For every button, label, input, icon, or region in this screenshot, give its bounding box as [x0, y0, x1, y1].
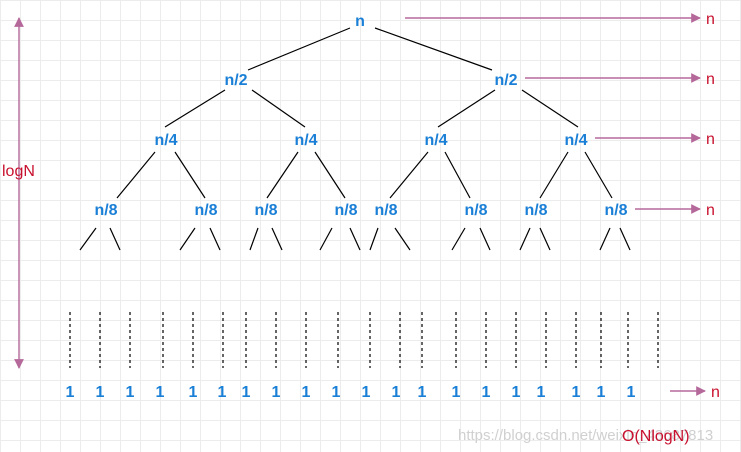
edge: [179, 227, 196, 251]
tree-node: n/2: [494, 72, 517, 89]
tree-node: n/8: [334, 202, 357, 219]
edge: [79, 227, 97, 251]
tree-node: n/4: [154, 132, 177, 149]
edge: [374, 27, 493, 71]
tree-node: n/8: [194, 202, 217, 219]
edge: [247, 27, 351, 71]
leaf-node: 1: [332, 384, 341, 401]
leaf-node: 1: [362, 384, 371, 401]
leaf-node: 1: [218, 384, 227, 401]
leaf-node: 1: [96, 384, 105, 401]
leaf-node: 1: [572, 384, 581, 401]
edge: [319, 227, 333, 251]
edge: [389, 151, 429, 199]
level-cost-label: n: [706, 131, 715, 148]
edge: [444, 151, 471, 199]
edge: [314, 151, 346, 199]
edge: [599, 227, 611, 251]
tree-node-root: n: [355, 13, 365, 30]
leaf-node: 1: [302, 384, 311, 401]
leaf-node: 1: [537, 384, 546, 401]
leaf-node: 1: [272, 384, 281, 401]
level-cost-labels: n n n n n: [706, 11, 720, 401]
level-cost-label: n: [706, 71, 715, 88]
leaf-node: 1: [189, 384, 198, 401]
edge: [437, 89, 496, 128]
edge: [174, 151, 206, 199]
leaf-node: 1: [242, 384, 251, 401]
edge: [271, 227, 283, 251]
edge: [369, 227, 379, 251]
leaf-node: 1: [452, 384, 461, 401]
tree-edges: [79, 27, 631, 251]
tree-node: n/4: [294, 132, 317, 149]
edge: [451, 227, 466, 251]
level-cost-arrows: [405, 13, 706, 396]
tree-node: n/2: [224, 72, 247, 89]
leaf-node: 1: [392, 384, 401, 401]
dashed-continuation-lines: [69, 312, 659, 368]
tree-node: n/8: [254, 202, 277, 219]
edge: [539, 227, 551, 251]
edge: [619, 227, 631, 251]
level-cost-label: n: [706, 11, 715, 28]
tree-nodes: n n/2 n/2 n/4 n/4 n/4 n/4 n/8 n/8 n/8 n/…: [94, 13, 627, 219]
edge: [584, 151, 613, 199]
watermark: https://blog.csdn.net/weixin_43687813: [458, 427, 713, 444]
tree-node: n/4: [424, 132, 447, 149]
leaf-node: 1: [512, 384, 521, 401]
edge: [349, 227, 361, 251]
tree-node: n/8: [94, 202, 117, 219]
leaf-node: 1: [156, 384, 165, 401]
leaf-node: 1: [597, 384, 606, 401]
tree-node: n/8: [464, 202, 487, 219]
edge: [249, 227, 259, 251]
level-cost-label: n: [711, 384, 720, 401]
edge: [266, 151, 299, 199]
total-complexity-label: O(NlogN): [622, 428, 690, 445]
edge: [519, 227, 531, 251]
edge: [539, 151, 569, 199]
leaf-node: 1: [418, 384, 427, 401]
edge: [394, 227, 411, 251]
level-cost-label: n: [706, 202, 715, 219]
leaf-node: 1: [126, 384, 135, 401]
tree-node: n/8: [374, 202, 397, 219]
tree-node: n/8: [524, 202, 547, 219]
tree-node: n/8: [604, 202, 627, 219]
edge: [479, 227, 491, 251]
edge: [209, 227, 221, 251]
leaf-node: 1: [482, 384, 491, 401]
edge: [164, 89, 226, 128]
edge: [521, 89, 579, 128]
edge: [251, 89, 306, 128]
height-label: logN: [2, 163, 35, 180]
leaf-node: 1: [627, 384, 636, 401]
edge: [116, 151, 156, 199]
tree-node: n/4: [564, 132, 587, 149]
edge: [109, 227, 121, 251]
leaf-node: 1: [66, 384, 75, 401]
